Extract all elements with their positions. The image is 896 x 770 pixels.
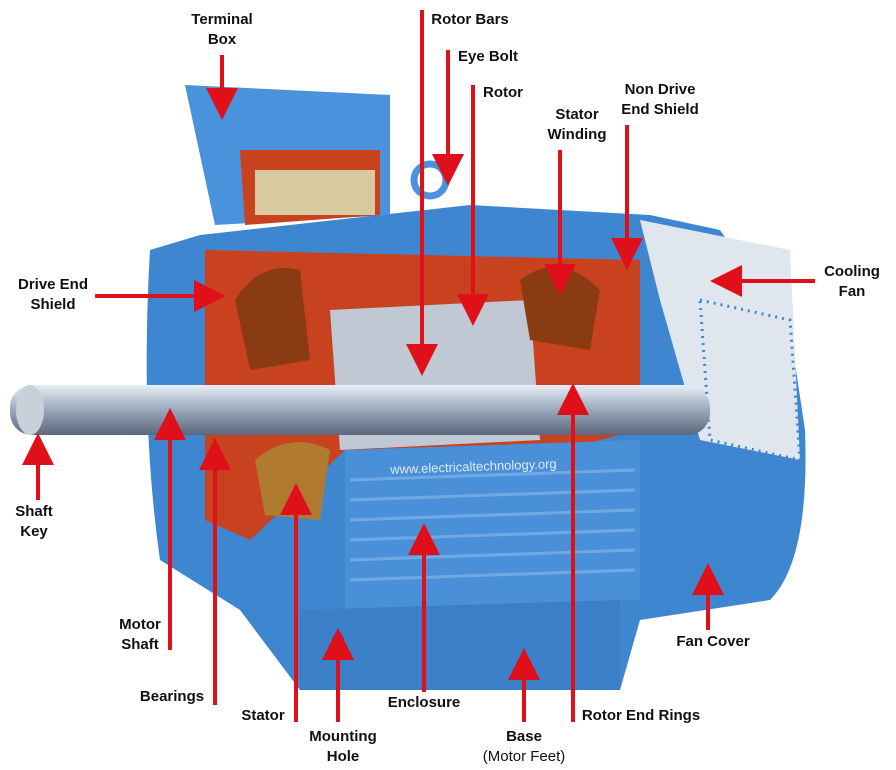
motor-shaft: [10, 385, 710, 435]
label-rotor-end-rings: Rotor End Rings: [581, 707, 701, 724]
label-rotor: Rotor: [483, 84, 523, 101]
base: [300, 600, 620, 690]
label-bearings: Bearings: [139, 688, 205, 705]
label-eye-bolt: Eye Bolt: [457, 48, 519, 65]
arrows: [22, 10, 815, 722]
label-fan-cover: Fan Cover: [676, 633, 750, 650]
label-stator: Stator: [241, 707, 285, 724]
eye-bolt: [410, 160, 450, 200]
label-enclosure: Enclosure: [387, 694, 461, 711]
motor-body: [10, 85, 806, 690]
label-rotor-bars: Rotor Bars: [431, 11, 509, 28]
label-base: Base(Motor Feet): [482, 728, 566, 765]
